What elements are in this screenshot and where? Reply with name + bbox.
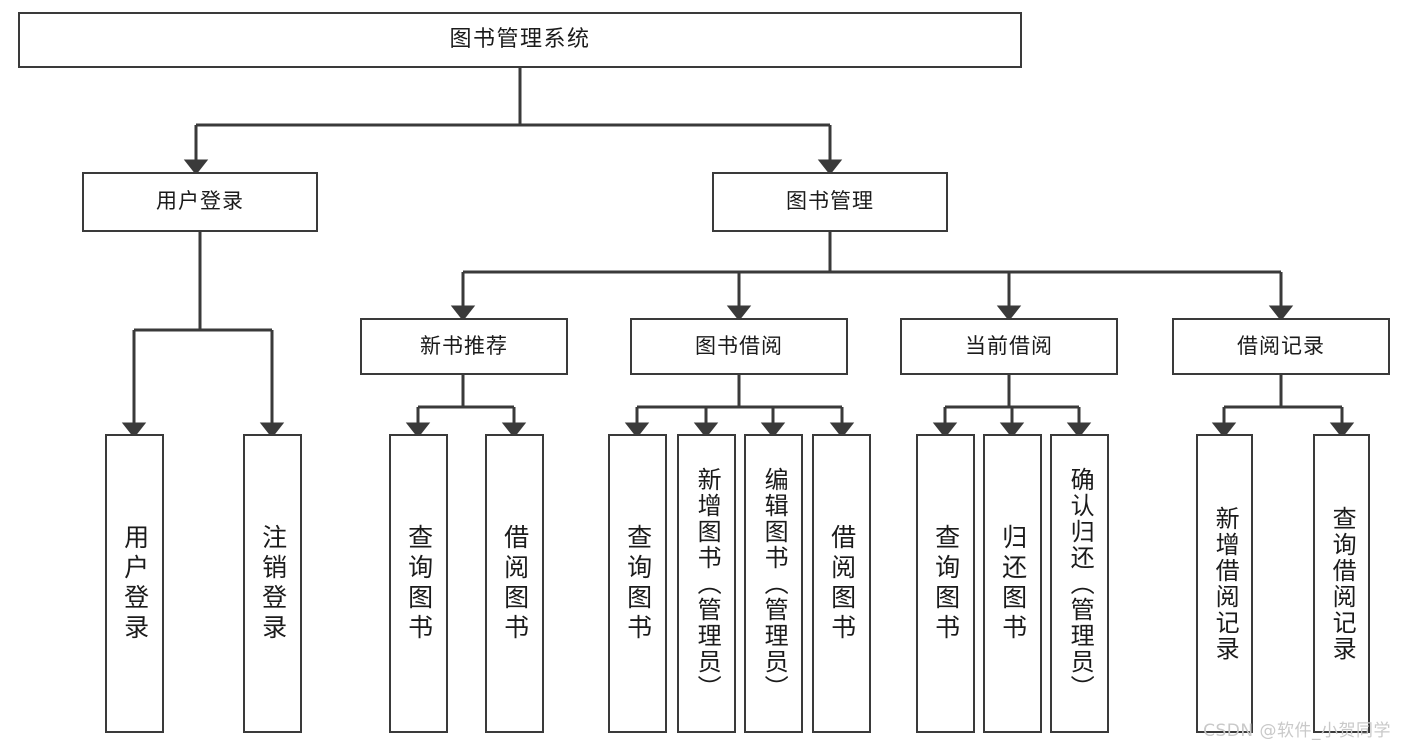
node-book-borrow[interactable]: 图书借阅 xyxy=(630,318,848,375)
leaf-user-login[interactable]: 用户登录 xyxy=(105,434,164,733)
node-book-management[interactable]: 图书管理 xyxy=(712,172,948,232)
leaf-borrow-book-a-label: 借阅图书 xyxy=(500,523,530,644)
watermark-text: CSDN @软件_小贺同学 xyxy=(1203,721,1391,741)
leaf-borrow-book-a[interactable]: 借阅图书 xyxy=(485,434,544,733)
leaf-add-book-label: 新增图书（管理员） xyxy=(693,466,722,701)
node-root-system-label: 图书管理系统 xyxy=(449,26,591,52)
leaf-logout-label: 注销登录 xyxy=(258,523,288,644)
node-user-login-label: 用户登录 xyxy=(156,189,244,214)
leaf-confirm-return[interactable]: 确认归还（管理员） xyxy=(1050,434,1109,733)
leaf-logout[interactable]: 注销登录 xyxy=(243,434,302,733)
leaf-borrow-book-b[interactable]: 借阅图书 xyxy=(812,434,871,733)
leaf-query-book-c[interactable]: 查询图书 xyxy=(916,434,975,733)
node-root-system[interactable]: 图书管理系统 xyxy=(18,12,1022,68)
leaf-add-book[interactable]: 新增图书（管理员） xyxy=(677,434,736,733)
leaf-add-borrow-record-label: 新增借阅记录 xyxy=(1211,505,1240,662)
leaf-query-book-a[interactable]: 查询图书 xyxy=(389,434,448,733)
leaf-confirm-return-label: 确认归还（管理员） xyxy=(1066,466,1095,701)
node-current-borrow-label: 当前借阅 xyxy=(965,333,1053,358)
node-book-management-label: 图书管理 xyxy=(786,189,874,214)
leaf-return-book[interactable]: 归还图书 xyxy=(983,434,1042,733)
leaf-query-borrow-record-label: 查询借阅记录 xyxy=(1328,505,1357,662)
leaf-query-book-c-label: 查询图书 xyxy=(931,523,961,644)
node-book-borrow-label: 图书借阅 xyxy=(695,333,783,358)
leaf-borrow-book-b-label: 借阅图书 xyxy=(827,523,857,644)
leaf-query-book-b-label: 查询图书 xyxy=(623,523,653,644)
node-borrow-record-label: 借阅记录 xyxy=(1237,333,1325,358)
node-borrow-record[interactable]: 借阅记录 xyxy=(1172,318,1390,375)
leaf-edit-book[interactable]: 编辑图书（管理员） xyxy=(744,434,803,733)
leaf-add-borrow-record[interactable]: 新增借阅记录 xyxy=(1196,434,1253,733)
node-user-login[interactable]: 用户登录 xyxy=(82,172,318,232)
node-new-book-recommend-label: 新书推荐 xyxy=(420,333,508,358)
leaf-user-login-label: 用户登录 xyxy=(120,523,150,644)
leaf-return-book-label: 归还图书 xyxy=(998,523,1028,644)
node-current-borrow[interactable]: 当前借阅 xyxy=(900,318,1118,375)
leaf-query-book-b[interactable]: 查询图书 xyxy=(608,434,667,733)
node-new-book-recommend[interactable]: 新书推荐 xyxy=(360,318,568,375)
leaf-query-book-a-label: 查询图书 xyxy=(404,523,434,644)
leaf-edit-book-label: 编辑图书（管理员） xyxy=(760,466,789,701)
leaf-query-borrow-record[interactable]: 查询借阅记录 xyxy=(1313,434,1370,733)
